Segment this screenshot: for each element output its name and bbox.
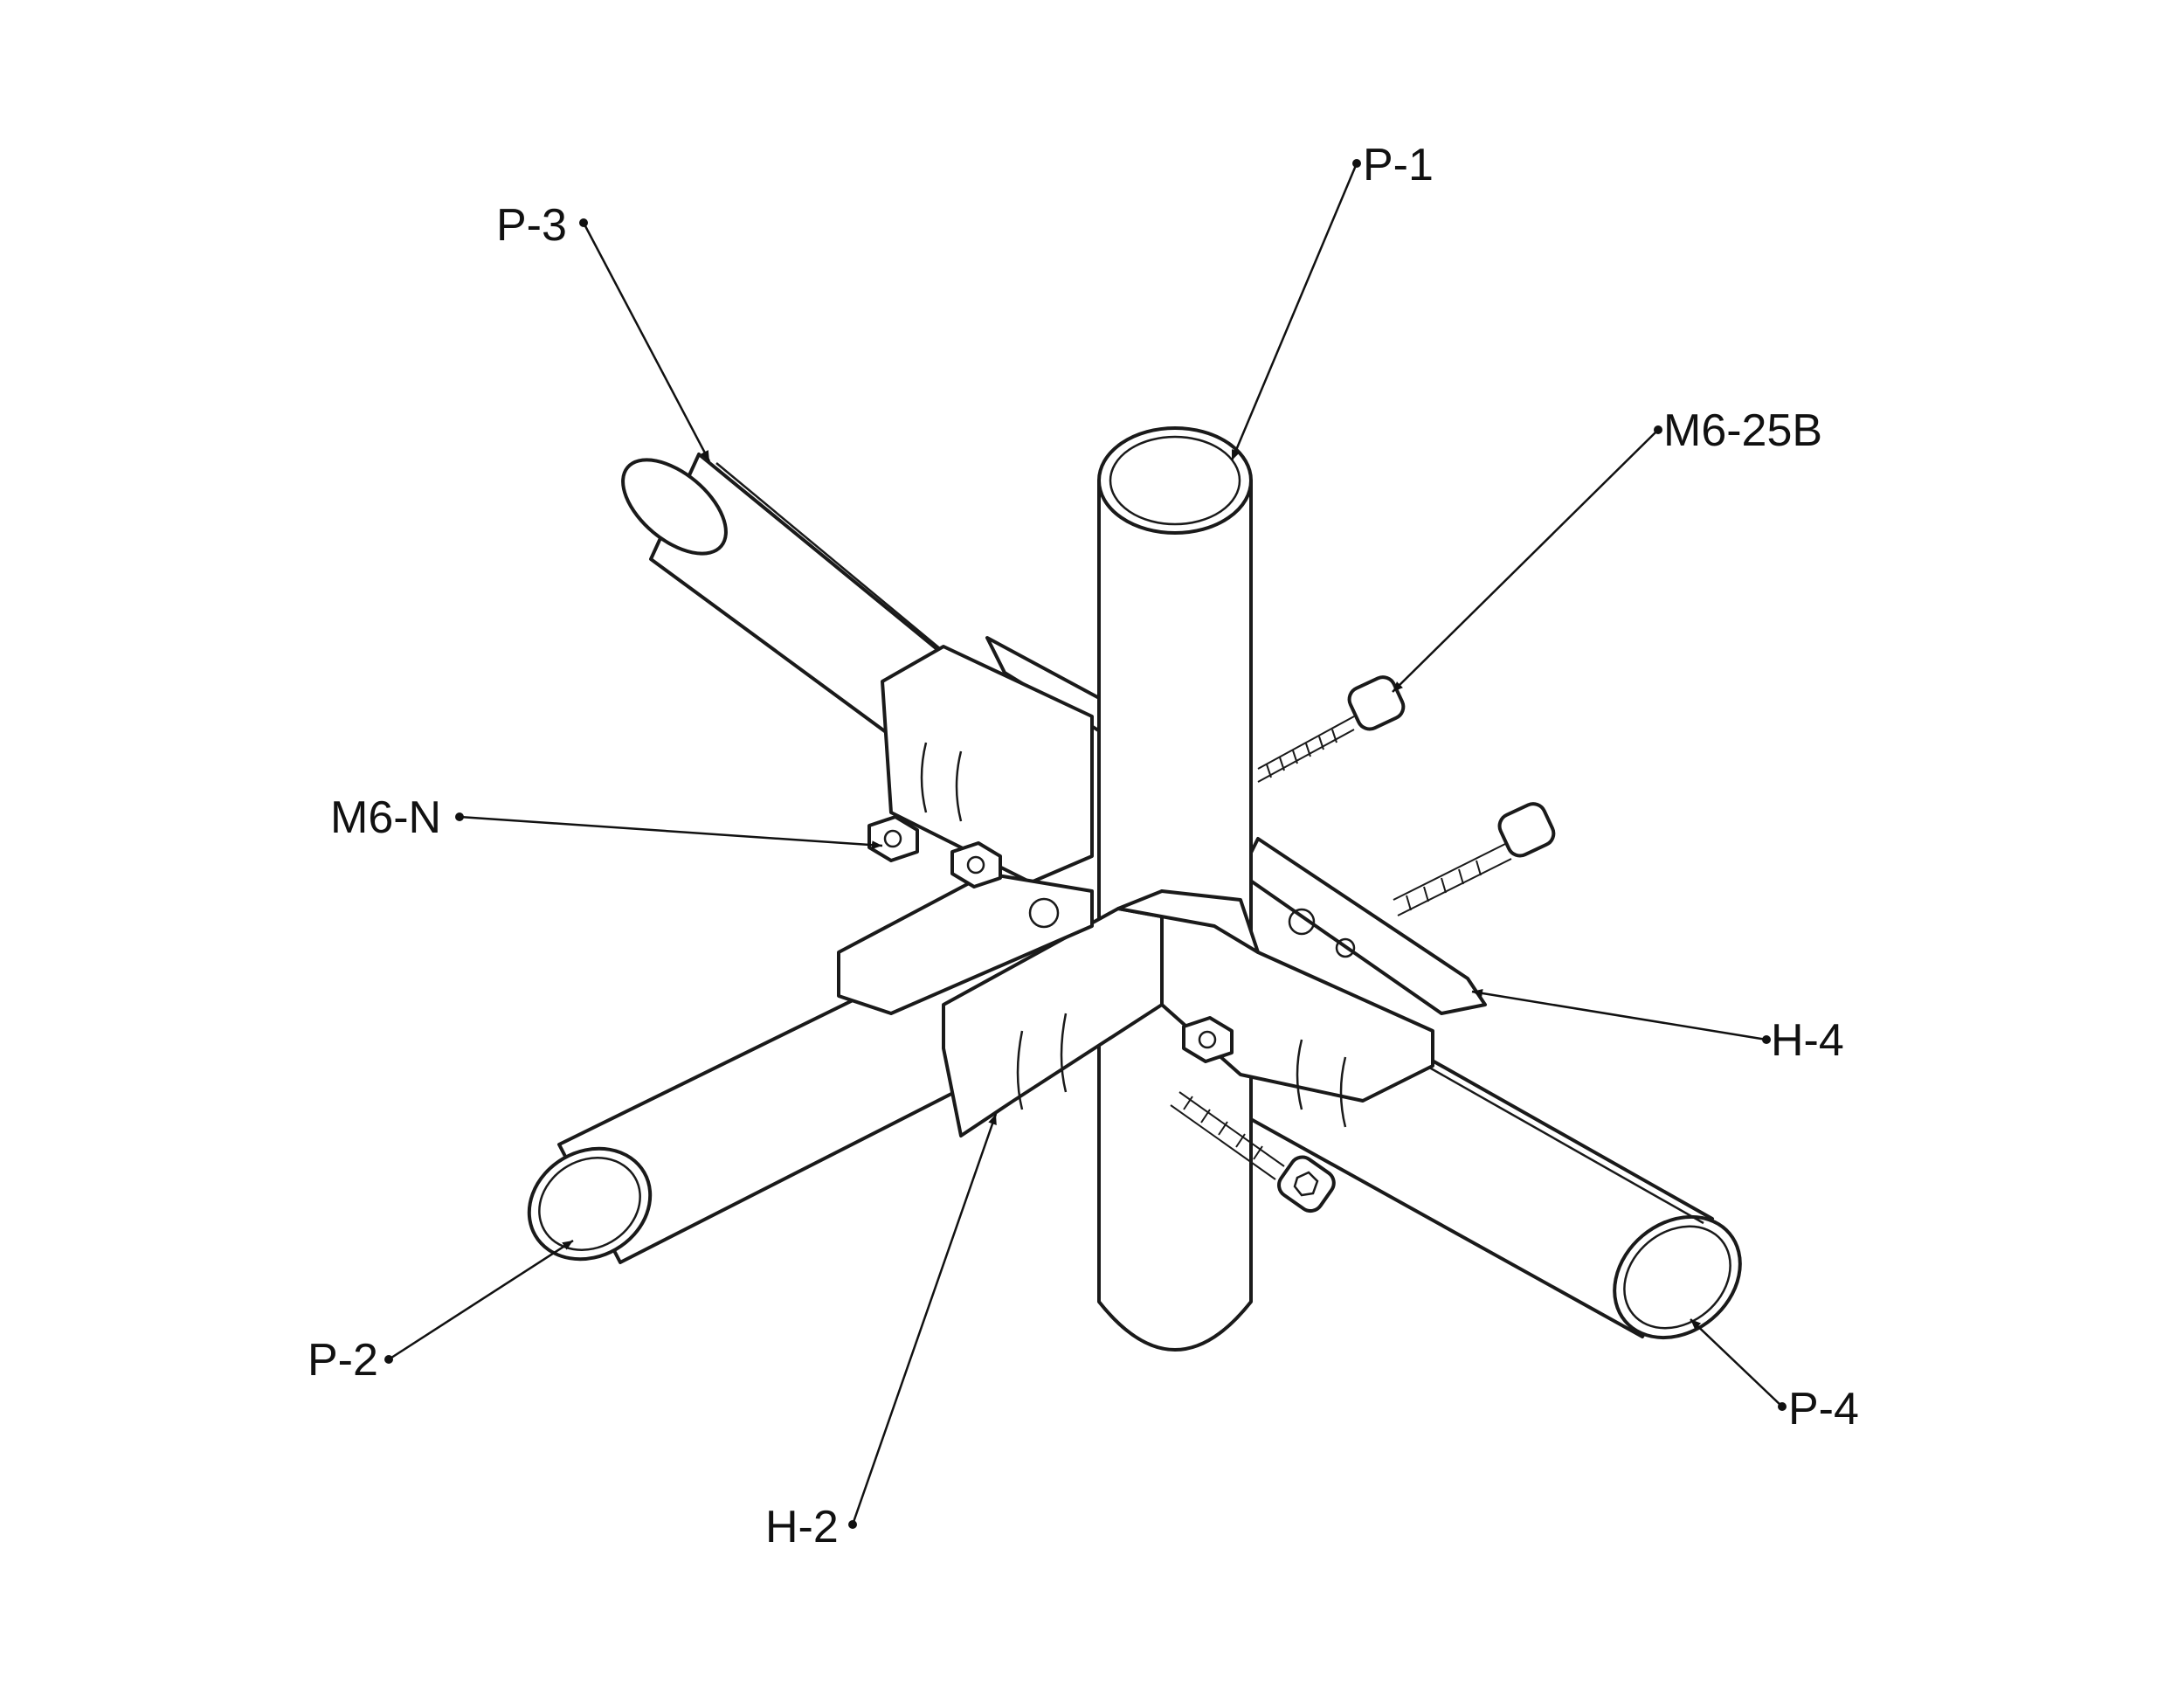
label-p4: P-4	[1788, 1384, 1859, 1435]
nut-m6n-1	[867, 815, 919, 862]
label-m6n: M6-N	[330, 792, 441, 843]
label-h2: H-2	[765, 1502, 839, 1552]
label-p3: P-3	[496, 200, 567, 251]
bolt-m6-25b-lower	[1170, 1091, 1336, 1213]
nut-m6n-3	[1182, 1016, 1234, 1063]
pipe-p1	[1097, 426, 1253, 1352]
label-p1: P-1	[1363, 140, 1434, 190]
label-h4: H-4	[1771, 1015, 1844, 1066]
label-m6-25b: M6-25B	[1663, 405, 1822, 456]
leaders	[384, 159, 1787, 1529]
clamp-upper-left	[837, 645, 1094, 1015]
label-p2: P-2	[308, 1335, 378, 1386]
bolt-m6-25b-upper	[1257, 675, 1406, 783]
part-labels: P-1 P-3 M6-25B M6-N H-4 P-2 H-2 P-4	[308, 140, 1859, 1552]
nut-m6n-2	[950, 841, 1002, 888]
bolt-m6-25b-right	[1393, 802, 1556, 916]
